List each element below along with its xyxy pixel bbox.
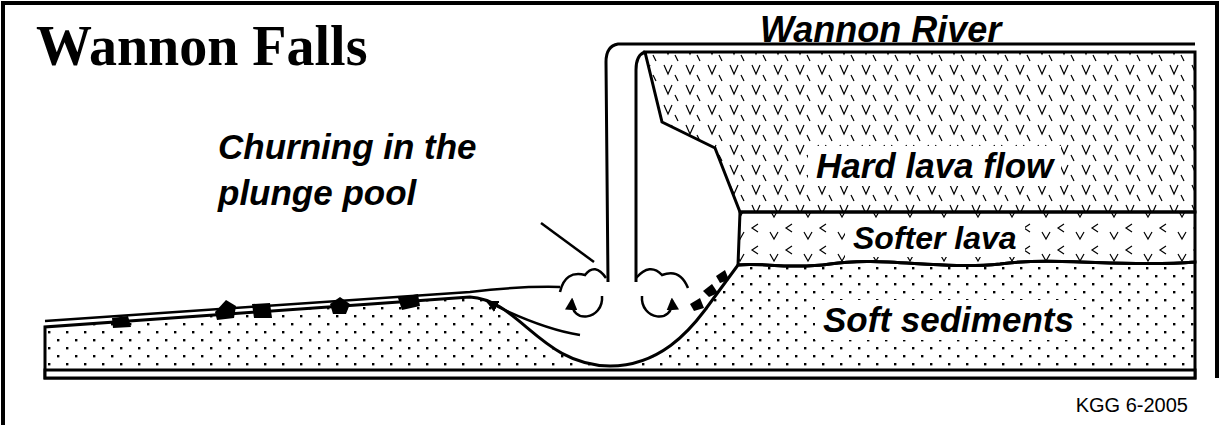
frame [3,3,1217,425]
ground-base [45,370,1195,378]
rock-layer-band: Soft sediments [815,300,1082,340]
leader-line [541,223,594,262]
boulders [112,270,729,328]
water-surface [45,287,560,321]
layer-label: Soft sediments [815,300,1082,340]
river-waterfall [606,44,1195,282]
waterfall-edge [636,52,645,282]
sediment-layer [45,261,1195,378]
churning-foam [560,269,688,292]
rock-layer-band: Hard lava flow [808,146,1061,186]
churn-arrow [572,296,602,317]
outflow-arrow [488,302,580,335]
callout-label: Churning in the plunge pool [218,124,568,216]
river-name: Wannon River [760,6,1001,53]
layer-label: Hard lava flow [808,146,1061,186]
layer-label: Softer lava [845,220,1025,257]
hard-lava-layer [645,52,1195,212]
credit-note: KGG 6-2005 [1076,392,1188,418]
diagram-title: Wannon Falls [36,16,367,76]
churn-arrow [642,296,672,317]
rock-layer-band: Softer lava [845,220,1025,257]
softer-lava-layer [738,212,1195,266]
